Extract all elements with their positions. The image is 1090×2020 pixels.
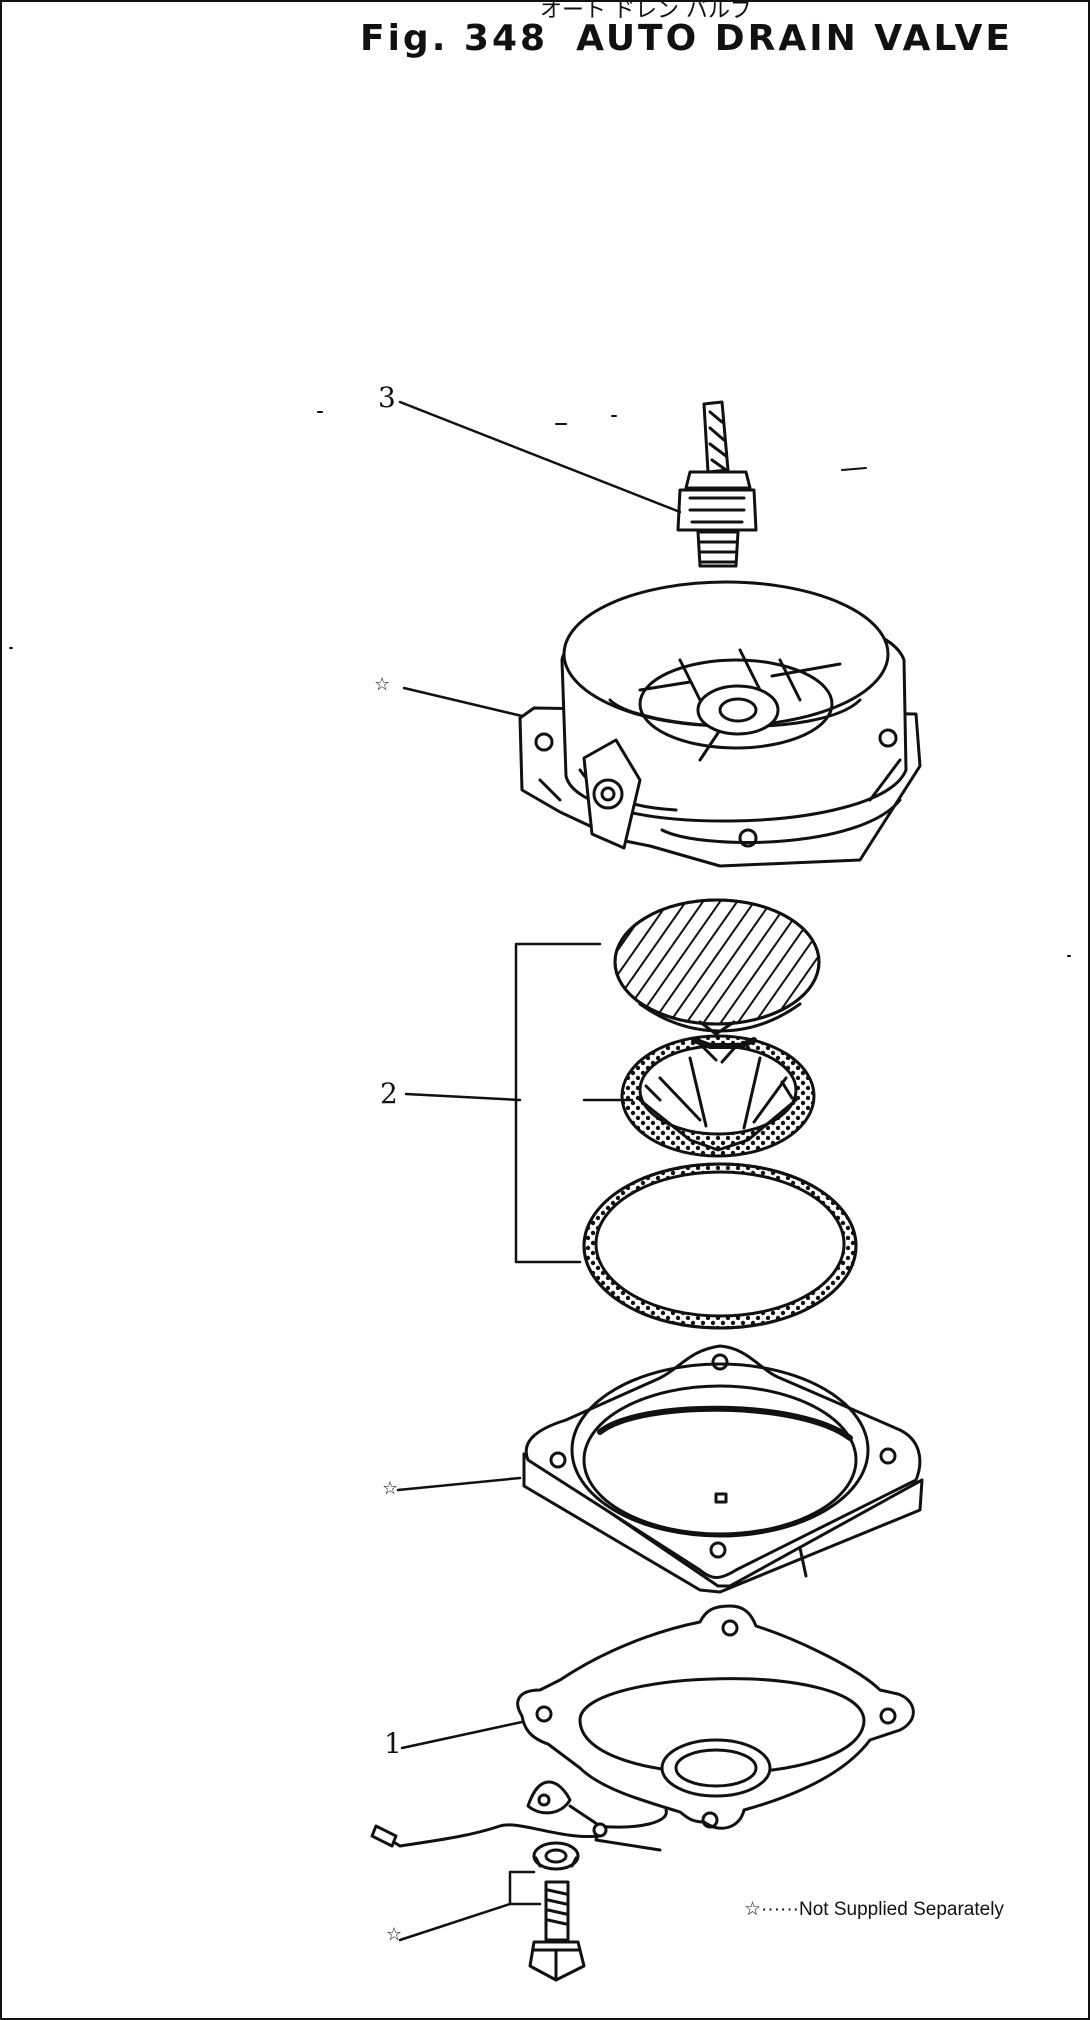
not-supplied-star-bolt: ☆ [386, 1924, 403, 1945]
figure-number: Fig. 348 [360, 18, 549, 59]
valve-lower-housing [522, 1344, 924, 1594]
not-supplied-star-lower-housing: ☆ [382, 1478, 399, 1499]
diaphragm-disc [613, 898, 821, 1036]
washer-and-bolt [528, 1841, 586, 1982]
scan-specks [9, 411, 1071, 957]
japanese-title: オート ドレン バルブ [540, 0, 752, 23]
callout-3: 3 [378, 381, 396, 414]
figure-name: AUTO DRAIN VALVE [576, 18, 1013, 59]
seal-ring [582, 1162, 858, 1330]
figure-title: Fig. 348 AUTO DRAIN VALVE [360, 18, 1013, 59]
not-supplied-note: ☆······Not Supplied Separately [744, 1898, 1004, 1921]
not-supplied-star-upper-housing: ☆ [374, 674, 391, 695]
note-text: Not Supplied Separately [799, 1899, 1004, 1920]
valve-seat [620, 1034, 816, 1158]
bottom-cover [370, 1604, 915, 1852]
note-dots: ······ [761, 1899, 800, 1920]
leader-lines [396, 400, 682, 1942]
callout-2: 2 [380, 1077, 398, 1110]
valve-upper-housing [518, 580, 922, 868]
note-star: ☆ [744, 1899, 762, 1920]
sensor-fitting [676, 400, 758, 568]
callout-1: 1 [384, 1727, 402, 1760]
